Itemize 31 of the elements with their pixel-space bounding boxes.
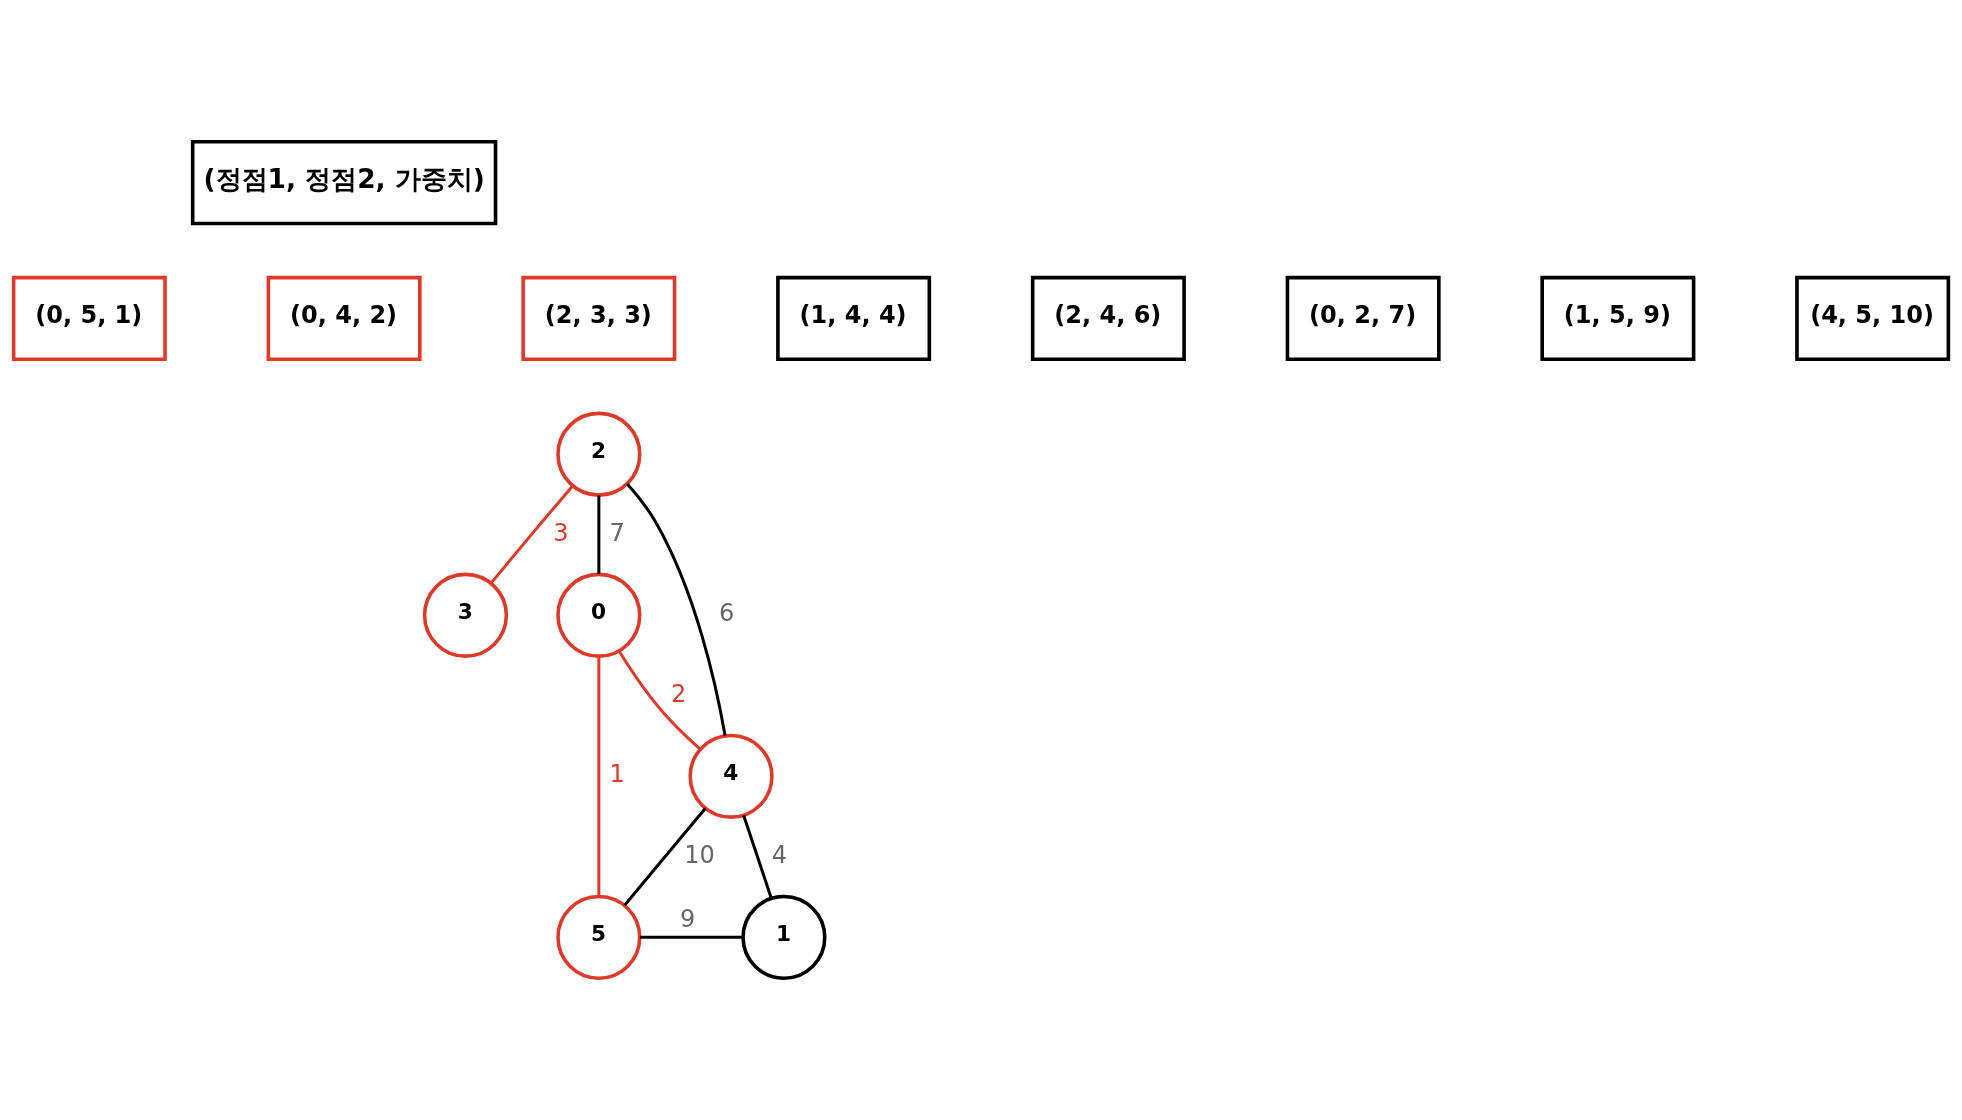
connector	[742, 815, 773, 899]
edge-label: 6	[718, 599, 735, 628]
node-circle: 1	[741, 894, 827, 980]
edge-label: 3	[553, 518, 569, 547]
connector	[597, 495, 601, 575]
connector	[626, 482, 727, 736]
node-circle: 3	[422, 572, 509, 658]
node-box: (2, 3, 3)	[521, 275, 677, 362]
node-box: (1, 5, 9)	[1540, 275, 1696, 362]
node-circle: 2	[556, 411, 642, 497]
node-box: (0, 2, 7)	[1285, 275, 1441, 362]
edge-label: 10	[684, 840, 715, 869]
connector	[597, 656, 601, 897]
connector	[489, 485, 574, 585]
node-circle: 0	[556, 572, 642, 658]
edge-label: 9	[679, 904, 696, 933]
connector	[623, 807, 707, 907]
edge-label: 4	[771, 840, 788, 869]
node-box: (정점1, 정점2, 가중치)	[190, 140, 498, 226]
node-circle: 4	[688, 733, 774, 819]
node-box: (2, 4, 6)	[1030, 275, 1186, 362]
connector	[617, 650, 702, 751]
node-box: (4, 5, 10)	[1795, 275, 1951, 362]
node-box: (1, 4, 4)	[776, 275, 932, 362]
node-circle: 5	[556, 894, 642, 980]
edge-label: 1	[609, 760, 625, 789]
edge-label: 7	[609, 518, 625, 547]
connector	[639, 935, 743, 939]
node-box: (0, 4, 2)	[266, 275, 422, 362]
node-box: (0, 5, 1)	[11, 275, 167, 362]
edge-label: 2	[670, 679, 687, 708]
